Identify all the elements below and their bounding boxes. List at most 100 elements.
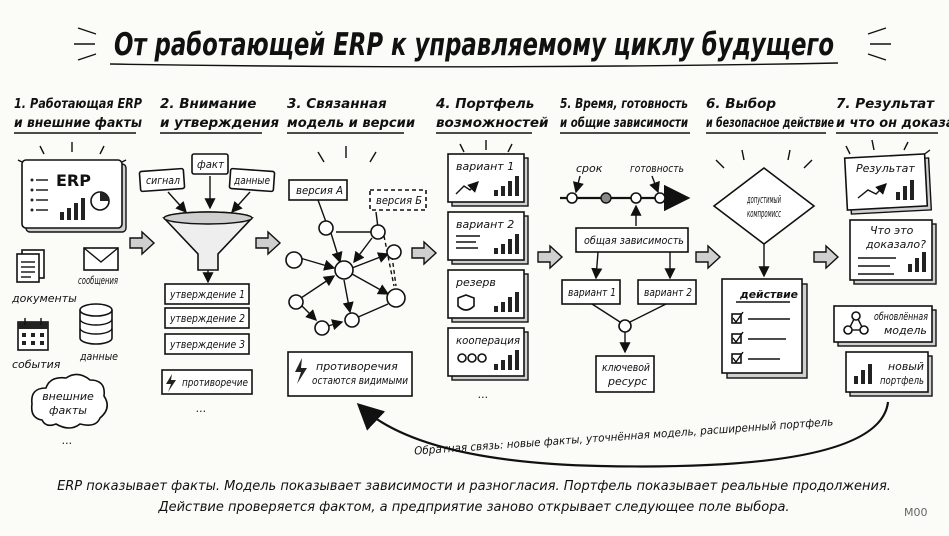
updated-model-card: обновлённая модель (833, 305, 937, 347)
svg-text:и безопасное действие: и безопасное действие (706, 115, 834, 131)
header-col4: 4. Портфель возможностей (435, 96, 549, 134)
portfolio-card-4: кооперация (447, 327, 529, 381)
cooperation-icon (457, 353, 487, 363)
events-label: события (12, 358, 61, 371)
tag-fact: факт (191, 153, 229, 175)
new-portfolio-card: новый портфель (845, 351, 933, 397)
title-underline (109, 62, 839, 68)
svg-text:ключевой: ключевой (602, 361, 650, 374)
header-col5: 5. Время, готовность и общие зависимости (560, 96, 690, 134)
portfolio-card-1: вариант 1 (447, 153, 529, 207)
flow-arrow-1 (129, 230, 156, 256)
portfolio-card-3: резерв (447, 269, 529, 323)
svg-text:факт: факт (197, 158, 225, 171)
header-col2: 2. Внимание и утверждения (160, 96, 279, 134)
documents-label: документы (11, 292, 77, 305)
external-facts-cloud: внешние факты (30, 373, 108, 429)
checkbox-1 (731, 311, 790, 324)
checkbox-2 (731, 331, 786, 344)
version-b-box: версия Б (369, 189, 427, 211)
svg-text:4. Портфель: 4. Портфель (435, 96, 534, 112)
svg-text:2. Внимание: 2. Внимание (160, 96, 256, 112)
header-col3: 3. Связанная модель и версии (287, 96, 416, 134)
feedback-loop: Обратная связь: новые факты, уточнённая … (356, 401, 890, 468)
key-resource-node (618, 319, 632, 333)
variant1-box: вариант 1 (561, 279, 621, 305)
caption-line-1: ERP показывает факты. Модель показывает … (57, 479, 891, 494)
shield-icon (457, 294, 475, 311)
header-col6: 6. Выбор и безопасное действие (706, 96, 834, 134)
svg-text:вариант 2: вариант 2 (456, 218, 514, 231)
database-icon (79, 303, 113, 345)
flow-arrows (129, 230, 840, 270)
svg-text:возможностей: возможностей (436, 115, 549, 131)
flow-arrow-3 (411, 240, 438, 266)
svg-text:доказало?: доказало? (865, 238, 926, 251)
svg-text:и внешние факты: и внешние факты (14, 115, 142, 131)
deadline-label: срок (576, 162, 603, 175)
compromise-diamond (712, 166, 816, 246)
version-a-box: версия А (288, 179, 348, 201)
proved-card: Что это доказало? (849, 219, 937, 285)
claim-2: утверждение 2 (164, 307, 250, 329)
claim-1: утверждение 1 (164, 283, 250, 305)
title-burst-left (74, 27, 97, 61)
model-edges (297, 199, 397, 331)
svg-text:версия А: версия А (296, 184, 343, 197)
col1-ellipsis: ... (62, 434, 73, 447)
page-title: От работающей ERP к управляемому циклу б… (114, 27, 834, 63)
svg-text:обновлённая: обновлённая (874, 310, 928, 323)
messages-icon (83, 247, 119, 271)
model-nodes (285, 220, 406, 336)
svg-text:6. Выбор: 6. Выбор (706, 96, 776, 112)
compromise-line1: допустимый (747, 193, 781, 206)
choice-burst (715, 149, 813, 169)
svg-text:и что он доказал: и что он доказал (836, 115, 949, 131)
funnel-icon (162, 211, 254, 271)
header-col7: 7. Результат и что он доказал (836, 96, 949, 134)
svg-text:Результат: Результат (856, 162, 915, 175)
svg-text:новый: новый (888, 360, 924, 373)
feedback-label: Обратная связь: новые факты, уточнённая … (414, 415, 834, 457)
erp-pie-icon (90, 191, 110, 211)
col2-attention: сигнал факт данные утверждение 1 утвержд… (138, 153, 276, 415)
svg-text:внешние: внешние (42, 390, 94, 403)
flow-arrow-4 (537, 244, 564, 270)
claim-3: утверждение 3 (164, 333, 250, 355)
title-group: От работающей ERP к управляемому циклу б… (74, 27, 891, 68)
col4-portfolio: вариант 1 вариант 2 резерв кооперация (447, 140, 529, 401)
caption: ERP показывает факты. Модель показывает … (57, 479, 891, 515)
svg-text:3. Связанная: 3. Связанная (287, 96, 387, 112)
svg-text:остаются видимыми: остаются видимыми (312, 374, 408, 387)
title-burst-right (867, 27, 891, 61)
svg-text:кооперация: кооперация (456, 334, 520, 347)
readiness-label: готовность (630, 162, 684, 175)
documents-icon (16, 249, 45, 283)
tag-data: данные (228, 167, 276, 193)
svg-text:сигнал: сигнал (146, 174, 180, 187)
svg-text:и общие зависимости: и общие зависимости (560, 115, 688, 131)
svg-text:Что это: Что это (870, 224, 914, 237)
contradiction-claim: противоречие (161, 369, 253, 395)
caption-line-2: Действие проверяется фактом, а предприят… (157, 500, 789, 515)
col1-erp-sources: ERP документы (11, 142, 127, 447)
messages-label: сообщения (78, 274, 118, 287)
svg-text:5. Время, готовность: 5. Время, готовность (560, 96, 688, 112)
flow-arrow-5 (695, 244, 722, 270)
header-col1: 1. Работающая ERP и внешние факты (14, 96, 142, 134)
svg-text:общая зависимость: общая зависимость (584, 234, 684, 247)
model-burst (317, 146, 377, 163)
col4-ellipsis: ... (478, 388, 489, 401)
erp-bars-icon (60, 198, 85, 220)
svg-text:вариант 1: вариант 1 (568, 286, 616, 299)
svg-text:вариант 2: вариант 2 (644, 286, 692, 299)
svg-text:факты: факты (49, 404, 87, 417)
checkbox-3 (731, 351, 780, 364)
compromise-line2: компромисс (747, 207, 781, 220)
portfolio-burst (459, 140, 513, 153)
svg-text:утверждение 3: утверждение 3 (169, 338, 245, 351)
timeline-points (566, 192, 666, 204)
svg-text:утверждение 1: утверждение 1 (169, 288, 245, 301)
calendar-icon (17, 318, 49, 351)
